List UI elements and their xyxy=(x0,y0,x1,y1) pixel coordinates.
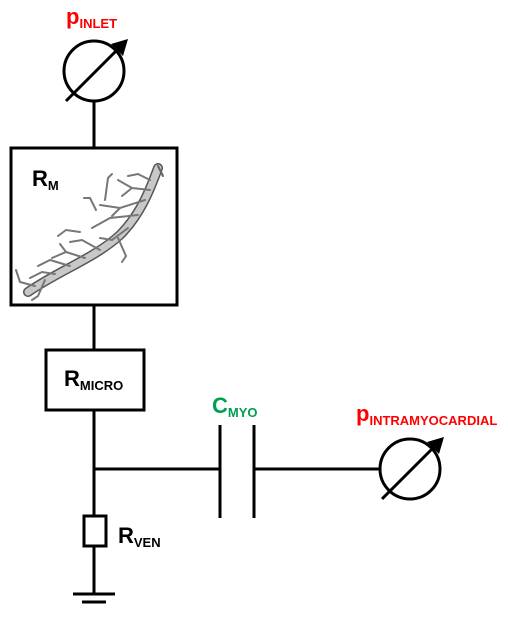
rmicro-sub: MICRO xyxy=(79,378,124,393)
rmicro-main: R xyxy=(64,366,80,391)
cmyo-sub: MYO xyxy=(227,405,258,420)
p-inlet-main: p xyxy=(66,4,80,29)
rmicro-label: RMICRO xyxy=(64,366,124,393)
rven-sub: VEN xyxy=(133,535,161,550)
rm-label: RM xyxy=(32,166,59,193)
variable-pressure-source-icon xyxy=(378,437,444,501)
rven-main: R xyxy=(118,523,134,548)
p-inlet-label: pINLET xyxy=(66,4,118,31)
rm-main: R xyxy=(32,166,48,191)
rm-sub: M xyxy=(47,178,59,193)
p-inlet-sub: INLET xyxy=(79,16,118,31)
coronary-vessel-tree-icon xyxy=(15,163,164,301)
p-intramyocardial-label: pINTRAMYOCARDIAL xyxy=(356,401,498,428)
rm-resistor-box xyxy=(9,146,179,307)
cmyo-main: C xyxy=(212,393,228,418)
p-intramyocardial-sub: INTRAMYOCARDIAL xyxy=(369,413,498,428)
rmicro-resistor-box xyxy=(44,348,146,412)
p-intramyocardial-main: p xyxy=(356,401,370,426)
variable-pressure-source-icon xyxy=(62,39,128,103)
rven-label: RVEN xyxy=(118,523,161,550)
rven-resistor-box xyxy=(82,514,108,548)
cmyo-label: CMYO xyxy=(212,393,258,420)
